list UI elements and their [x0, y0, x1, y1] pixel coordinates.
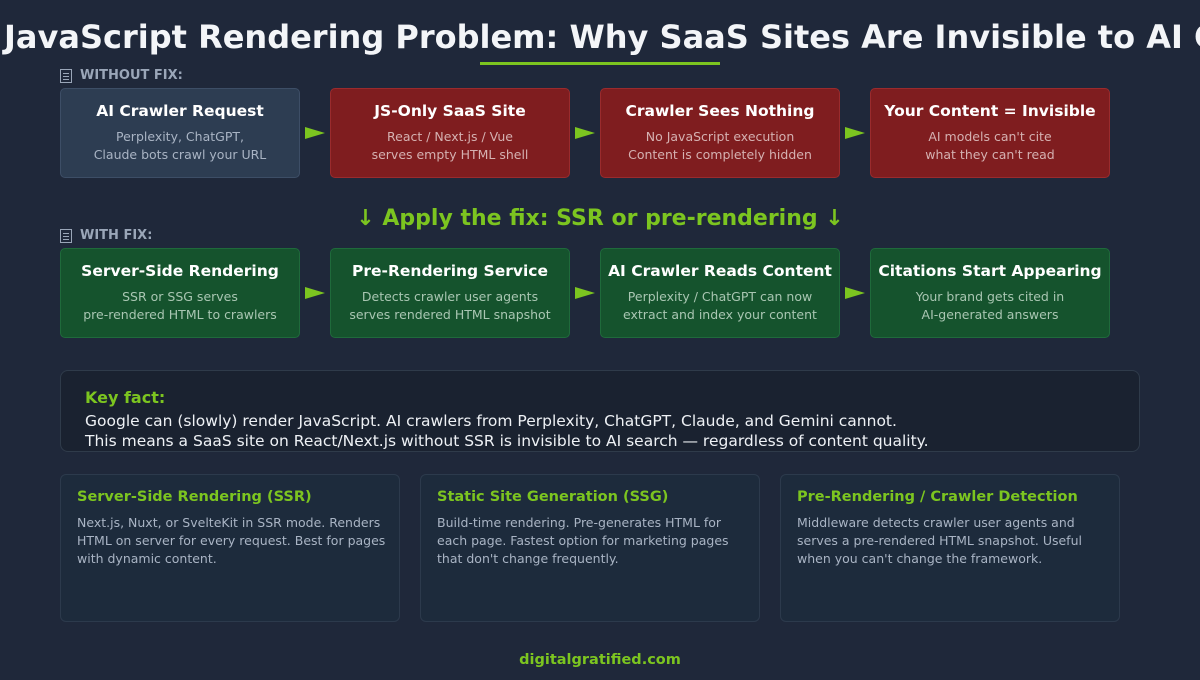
- box-line: SSR or SSG serves: [122, 289, 238, 304]
- with-fix-label-text: WITH FIX:: [80, 228, 153, 243]
- card-line: serves a pre-rendered HTML snapshot. Use…: [797, 533, 1082, 548]
- key-fact-line: This means a SaaS site on React/Next.js …: [85, 432, 929, 450]
- card-pre-rendering: Pre-Rendering / Crawler Detection Middle…: [780, 474, 1120, 622]
- card-line: when you can't change the framework.: [797, 551, 1043, 566]
- box-line: AI models can't cite: [928, 129, 1052, 144]
- box-line: pre-rendered HTML to crawlers: [83, 307, 277, 322]
- card-title: Pre-Rendering / Crawler Detection: [797, 489, 1078, 505]
- box-title: Crawler Sees Nothing: [625, 102, 815, 120]
- footer-brand: digitalgratified.com: [519, 652, 681, 668]
- card-title: Server-Side Rendering (SSR): [77, 489, 312, 505]
- flow-box-citations-start-appearing: Citations Start Appearing Your brand get…: [870, 248, 1110, 338]
- card-title: Static Site Generation (SSG): [437, 489, 669, 505]
- card-line: each page. Fastest option for marketing …: [437, 533, 729, 548]
- flow-box-server-side-rendering: Server-Side Rendering SSR or SSG serves …: [60, 248, 300, 338]
- card-ssr: Server-Side Rendering (SSR) Next.js, Nux…: [60, 474, 400, 622]
- flow-box-js-only-saas-site: JS-Only SaaS Site React / Next.js / Vue …: [330, 88, 570, 178]
- box-line: serves empty HTML shell: [371, 147, 529, 162]
- card-line: Next.js, Nuxt, or SvelteKit in SSR mode.…: [77, 515, 381, 530]
- key-fact-panel: Key fact: Google can (slowly) render Jav…: [60, 370, 1140, 452]
- box-line: Content is completely hidden: [628, 147, 812, 162]
- arrow-right-icon: [575, 287, 595, 299]
- box-line: Your brand gets cited in: [915, 289, 1065, 304]
- box-title: Citations Start Appearing: [878, 262, 1102, 280]
- box-title: Server-Side Rendering: [81, 262, 279, 280]
- title-underline: [480, 62, 720, 65]
- apply-fix-heading: ↓ Apply the fix: SSR or pre-rendering ↓: [356, 206, 844, 231]
- page-title: JavaScript Rendering Problem: Why SaaS S…: [4, 18, 1200, 56]
- key-fact-label: Key fact:: [85, 388, 166, 407]
- flow-box-crawler-sees-nothing: Crawler Sees Nothing No JavaScript execu…: [600, 88, 840, 178]
- without-fix-label-text: WITHOUT FIX:: [80, 68, 183, 83]
- box-line: Claude bots crawl your URL: [93, 147, 267, 162]
- box-title: Pre-Rendering Service: [352, 262, 548, 280]
- calendar-icon: [60, 228, 72, 243]
- arrow-right-icon: [575, 127, 595, 139]
- box-title: AI Crawler Reads Content: [608, 262, 832, 280]
- flow-box-ai-crawler-reads-content: AI Crawler Reads Content Perplexity / Ch…: [600, 248, 840, 338]
- card-line: Middleware detects crawler user agents a…: [797, 515, 1075, 530]
- flow-box-pre-rendering-service: Pre-Rendering Service Detects crawler us…: [330, 248, 570, 338]
- box-line: React / Next.js / Vue: [387, 129, 513, 144]
- calendar-icon: [60, 68, 72, 83]
- card-line: HTML on server for every request. Best f…: [77, 533, 386, 548]
- with-fix-label: WITH FIX:: [60, 228, 152, 243]
- box-title: JS-Only SaaS Site: [374, 102, 526, 120]
- flow-box-ai-crawler-request: AI Crawler Request Perplexity, ChatGPT, …: [60, 88, 300, 178]
- box-line: serves rendered HTML snapshot: [349, 307, 551, 322]
- card-line: that don't change frequently.: [437, 551, 619, 566]
- arrow-right-icon: [305, 287, 325, 299]
- box-line: Perplexity, ChatGPT,: [116, 129, 244, 144]
- flow-box-content-invisible: Your Content = Invisible AI models can't…: [870, 88, 1110, 178]
- arrow-right-icon: [845, 287, 865, 299]
- box-title: AI Crawler Request: [96, 102, 264, 120]
- arrow-right-icon: [305, 127, 325, 139]
- box-line: extract and index your content: [623, 307, 817, 322]
- arrow-right-icon: [845, 127, 865, 139]
- card-line: with dynamic content.: [77, 551, 217, 566]
- box-line: Detects crawler user agents: [361, 289, 539, 304]
- box-line: No JavaScript execution: [645, 129, 795, 144]
- card-line: Build-time rendering. Pre-generates HTML…: [437, 515, 722, 530]
- box-title: Your Content = Invisible: [884, 102, 1096, 120]
- box-line: AI-generated answers: [921, 307, 1059, 322]
- card-ssg: Static Site Generation (SSG) Build-time …: [420, 474, 760, 622]
- box-line: Perplexity / ChatGPT can now: [627, 289, 813, 304]
- without-fix-label: WITHOUT FIX:: [60, 68, 183, 83]
- box-line: what they can't read: [925, 147, 1055, 162]
- key-fact-line: Google can (slowly) render JavaScript. A…: [85, 412, 897, 430]
